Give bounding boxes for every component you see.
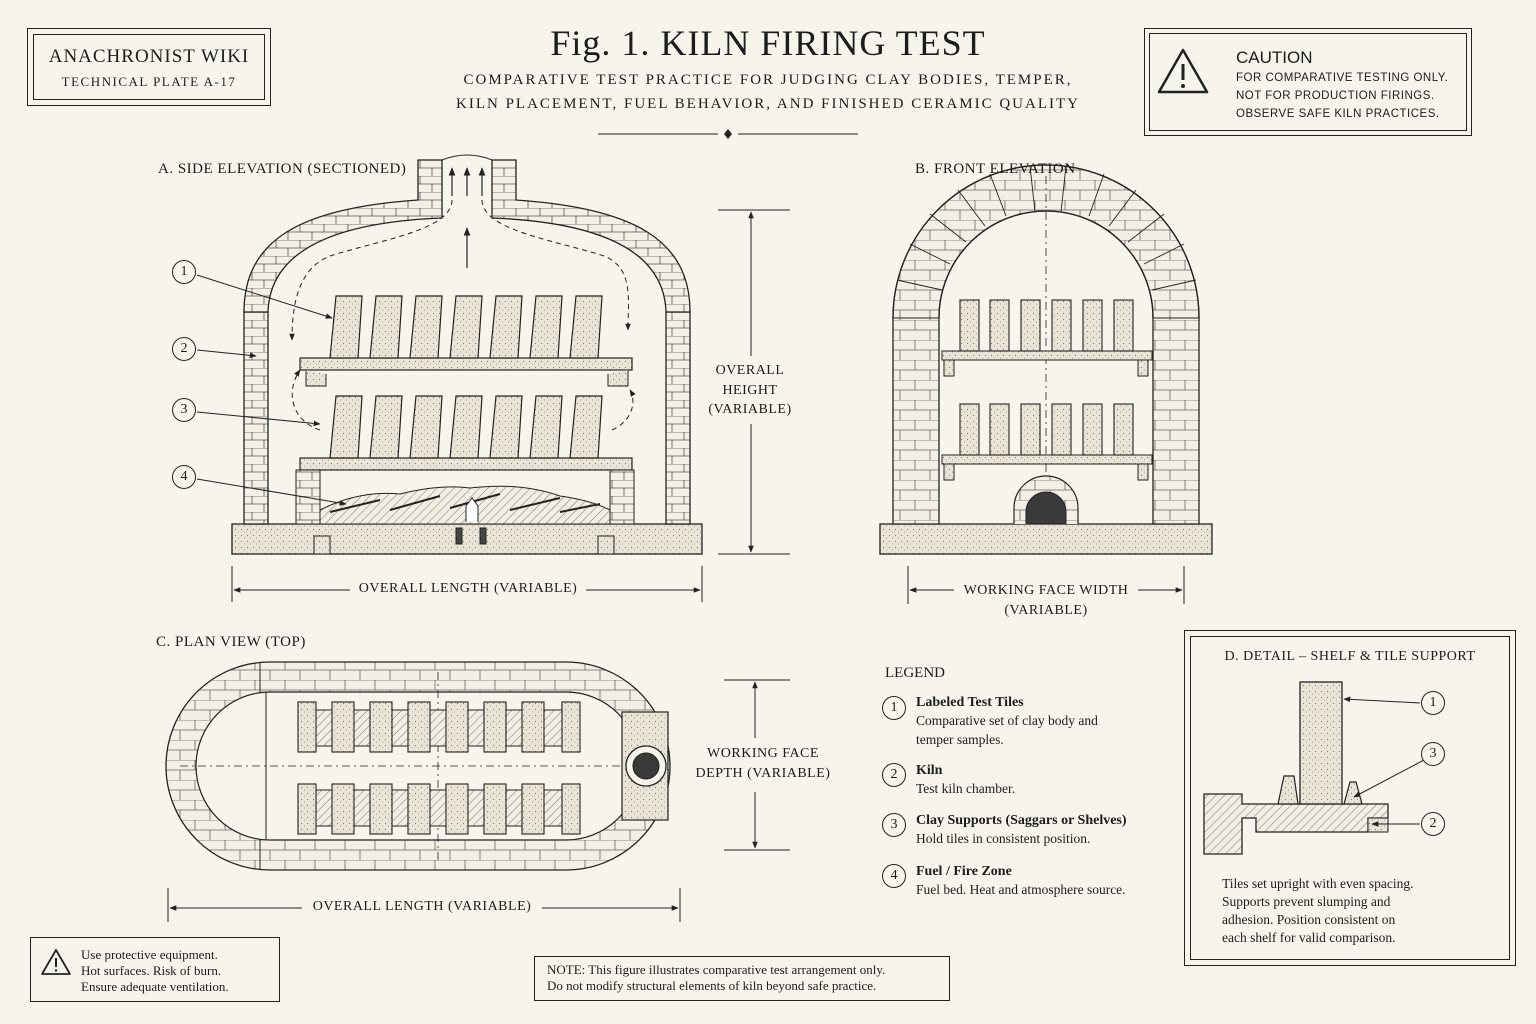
warning-icon (41, 949, 71, 975)
wiki-plate-badge: ANACHRONIST WIKI TECHNICAL PLATE A-17 (27, 28, 271, 106)
legend-title: LEGEND (885, 665, 945, 681)
legend-num: 1 (882, 696, 906, 720)
callout-1: 1 (172, 260, 196, 284)
front-elevation-title: B. FRONT ELEVATION (915, 161, 1076, 177)
legend-item: Clay Supports (Saggars or Shelves) Hold … (916, 813, 1127, 846)
caution-line: FOR COMPARATIVE TESTING ONLY. (1236, 72, 1449, 84)
callout-2: 2 (172, 337, 196, 361)
callout-4: 4 (172, 465, 196, 489)
detail-callout-2: 2 (1421, 812, 1445, 836)
caution-icon (1157, 48, 1209, 94)
working-face-depth-label: WORKING FACE DEPTH (VARIABLE) (695, 746, 831, 781)
plate-id: TECHNICAL PLATE A-17 (61, 74, 237, 89)
detail-callout-3: 3 (1421, 742, 1445, 766)
note-text: NOTE: This figure illustrates comparativ… (547, 962, 886, 993)
legend-item: Kiln Test kiln chamber. (916, 763, 1016, 796)
plan-view-title: C. PLAN VIEW (TOP) (156, 634, 306, 650)
legend-item: Fuel / Fire Zone Fuel bed. Heat and atmo… (916, 864, 1126, 897)
overall-height-label: OVERALL HEIGHT (VARIABLE) (708, 363, 792, 417)
caution-line: NOT FOR PRODUCTION FIRINGS. (1236, 90, 1435, 102)
detail-title: D. DETAIL – SHELF & TILE SUPPORT (1224, 649, 1476, 664)
legend-num: 4 (882, 864, 906, 888)
caution-box: CAUTION FOR COMPARATIVE TESTING ONLY. NO… (1144, 28, 1472, 136)
safety-text: Use protective equipment. Hot surfaces. … (81, 947, 229, 994)
subtitle-line-2: KILN PLACEMENT, FUEL BEHAVIOR, AND FINIS… (456, 96, 1080, 112)
side-elevation-title: A. SIDE ELEVATION (SECTIONED) (158, 161, 407, 177)
note-box: NOTE: This figure illustrates comparativ… (534, 956, 950, 1001)
legend-num: 3 (882, 813, 906, 837)
working-face-width-label: WORKING FACE WIDTH (VARIABLE) (963, 583, 1129, 618)
legend-item: Labeled Test Tiles Comparative set of cl… (916, 695, 1098, 747)
overall-length-label: OVERALL LENGTH (VARIABLE) (358, 581, 578, 596)
plan-view-drawing (165, 661, 790, 922)
subtitle-line-1: COMPARATIVE TEST PRACTICE FOR JUDGING CL… (463, 72, 1073, 88)
wiki-name: ANACHRONIST WIKI (48, 46, 250, 67)
legend-num: 2 (882, 763, 906, 787)
side-elevation-drawing (196, 154, 790, 602)
caution-line: OBSERVE SAFE KILN PRACTICES. (1236, 108, 1440, 120)
caution-title: CAUTION (1236, 48, 1313, 67)
safety-warning-box: Use protective equipment. Hot surfaces. … (30, 937, 280, 1002)
plan-length-label: OVERALL LENGTH (VARIABLE) (312, 899, 532, 914)
detail-callout-1: 1 (1421, 691, 1445, 715)
detail-note: Tiles set upright with even spacing. Sup… (1222, 876, 1414, 945)
shelf-detail-box: D. DETAIL – SHELF & TILE SUPPORT Tiles s… (1184, 630, 1516, 966)
callout-3: 3 (172, 398, 196, 422)
figure-title: Fig. 1. KILN FIRING TEST (550, 23, 986, 63)
shelf-detail-drawing (1203, 681, 1425, 855)
front-elevation-drawing (879, 164, 1213, 604)
